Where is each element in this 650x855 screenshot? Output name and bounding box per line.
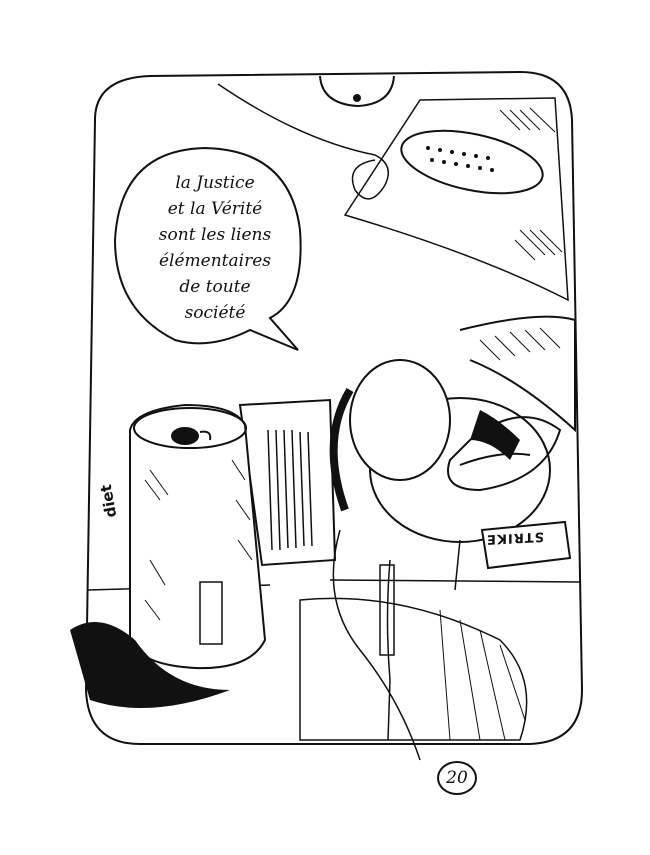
lamp-base <box>319 75 395 108</box>
strike-label: STRIKE <box>486 528 545 547</box>
page-number: 20 <box>437 761 477 795</box>
can-shadow <box>70 622 230 708</box>
speech-bubble <box>113 146 302 351</box>
bubble-line: la Justice <box>175 173 255 193</box>
bubble-line: élémentaires <box>158 251 271 271</box>
cloth <box>299 597 528 741</box>
box <box>238 398 337 567</box>
speech-bubble-text: la Justice et la Vérité sont les liens é… <box>140 170 290 326</box>
bubble-line: de toute <box>179 277 251 297</box>
cord <box>217 83 390 200</box>
panel-border <box>84 70 584 745</box>
soda-can <box>129 403 267 670</box>
strike-tag <box>480 520 572 570</box>
remote-control <box>400 129 544 195</box>
paper-sheet <box>343 97 569 302</box>
tray <box>459 315 576 433</box>
cable <box>332 529 461 761</box>
bubble-line: société <box>184 303 246 323</box>
bubble-line: sont les liens <box>158 225 272 245</box>
bubble-line: et la Vérité <box>167 199 263 219</box>
